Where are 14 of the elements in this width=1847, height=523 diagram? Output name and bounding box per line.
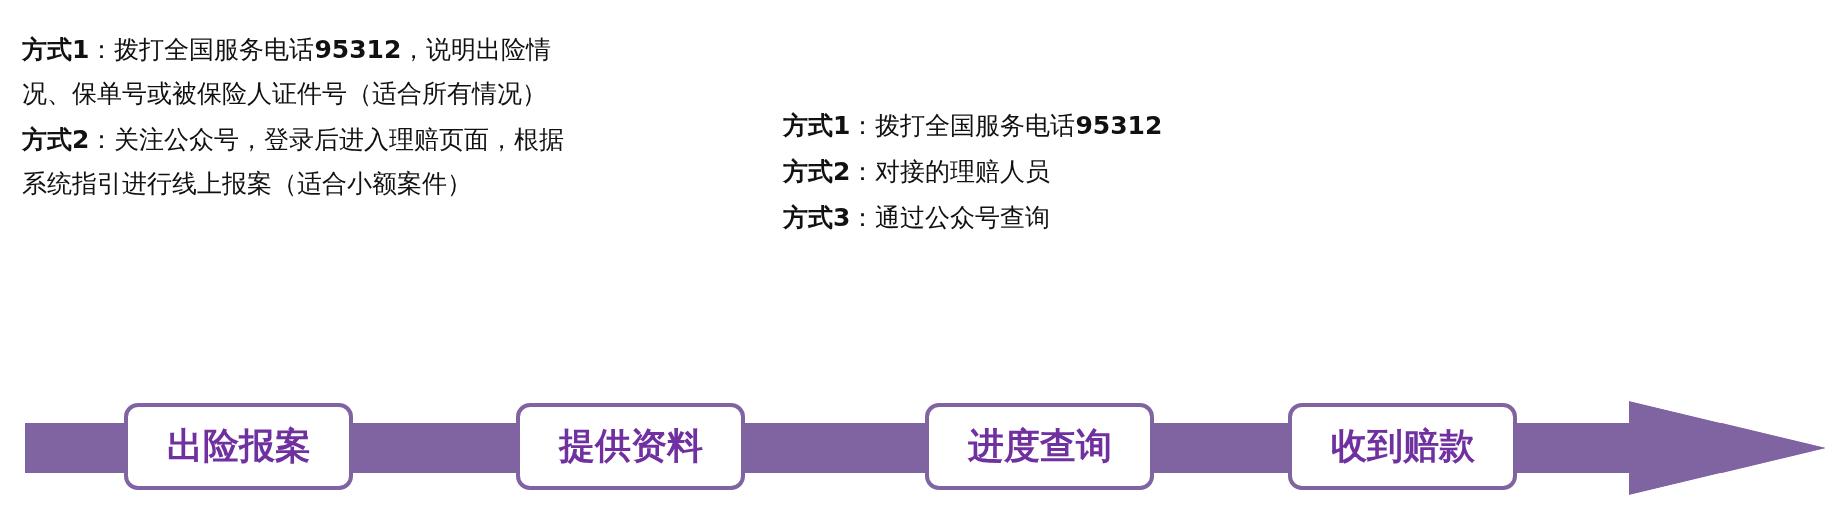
method-note: 方式1：拨打全国服务电话95312，说明出险情况、保单号或被保险人证件号（适合所有情况）: [22, 34, 553, 110]
step-label: 出险报案: [166, 424, 311, 468]
connector-bar: [353, 423, 516, 473]
connector-bar: [1154, 423, 1288, 473]
connector-bar: [25, 423, 124, 473]
arrow: [1517, 401, 1825, 495]
step-label: 进度查询: [967, 424, 1112, 468]
connector-bar: [745, 423, 925, 473]
method-note: 方式3：通过公众号查询: [783, 202, 1052, 234]
method-note: 方式1：拨打全国服务电话95312: [783, 110, 1164, 142]
step-label: 收到赔款: [1330, 424, 1475, 468]
step-label: 提供资料: [558, 424, 703, 468]
method-note: 方式2：关注公众号，登录后进入理赔页面，根据系统指引进行线上报案（适合小额案件）: [22, 124, 566, 200]
method-note: 方式2：对接的理赔人员: [783, 156, 1052, 188]
